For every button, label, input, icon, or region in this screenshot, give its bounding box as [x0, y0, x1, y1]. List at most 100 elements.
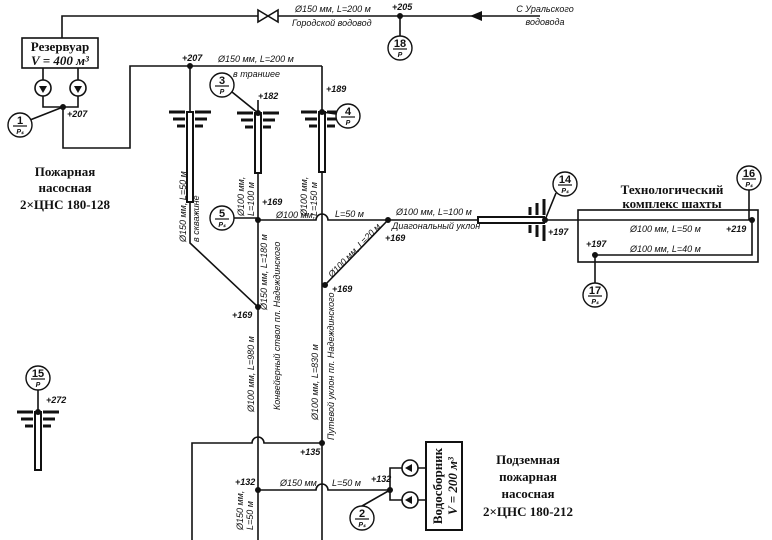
- station-label: 2×ЦНС 180-128: [20, 197, 111, 212]
- pump-discharge-line: [42, 65, 322, 149]
- junction-node: [187, 63, 193, 69]
- junction-node: [255, 217, 261, 223]
- station-label: Пожарная: [35, 164, 95, 179]
- point-number: 1: [17, 115, 23, 127]
- pipe-spec: Ø100 мм,: [236, 177, 246, 217]
- node-label: +132: [235, 477, 255, 487]
- point-number: 4: [345, 106, 352, 118]
- sump-title: Водосборник: [430, 447, 445, 524]
- pipe-spec: L=50 м: [332, 478, 361, 488]
- node-label: +169: [332, 284, 352, 294]
- well-icon: [237, 111, 279, 174]
- pipes: [29, 15, 753, 540]
- point-number: 16: [743, 168, 755, 180]
- node-label: +169: [385, 233, 405, 243]
- well-icon: [169, 110, 211, 203]
- node-label: +135: [300, 447, 321, 457]
- tech-complex-box: [577, 209, 759, 263]
- station-label: 2×ЦНС 180-212: [483, 504, 573, 519]
- node-label: +272: [46, 395, 66, 405]
- measurement-point-2: 2Pₛ: [349, 505, 375, 531]
- flow-arrow-icon: [470, 11, 482, 21]
- lower-left-pipe: [191, 436, 322, 540]
- station-label: пожарная: [499, 469, 557, 484]
- pipe-spec: Ø100 мм, L=50 м: [629, 224, 701, 234]
- pipe-spec: L=150 м: [309, 182, 319, 216]
- point-type: Pₛ: [591, 299, 599, 306]
- node-label: +197: [586, 239, 607, 249]
- pipe-name: Диагональный уклон: [391, 221, 480, 231]
- node-label: +207: [182, 53, 203, 63]
- junction-node: [255, 304, 261, 310]
- junction-node: [35, 409, 41, 415]
- station-label: насосная: [38, 180, 91, 195]
- diagonal-link-pipe: [324, 219, 389, 286]
- junction-node: [319, 109, 325, 115]
- node-label: +219: [726, 224, 746, 234]
- well-icon: [301, 110, 343, 173]
- pump-icon: [69, 79, 87, 97]
- pipe-spec: L=100 м: [246, 182, 256, 216]
- well-icon: [477, 199, 546, 241]
- pipe-spec: Ø100 мм, L=40 м: [629, 244, 701, 254]
- node-label: +207: [67, 109, 88, 119]
- tech-complex-label: комплекс шахты: [622, 196, 721, 211]
- junction-node: [60, 104, 66, 110]
- reservoir-volume: V = 400 м³: [31, 53, 90, 68]
- point-type: P: [36, 382, 41, 389]
- pipe-name: Конвейерный ствол пл. Надеждинского: [272, 242, 282, 410]
- source-label: С Уральского: [516, 4, 573, 14]
- pipe-spec: Ø150 мм, L=50 м: [178, 171, 188, 243]
- pipe-spec: Ø150 мм, L=180 м: [259, 234, 269, 311]
- pipe-spec: Ø100 мм, L=980 м: [246, 336, 256, 413]
- junction-node: [749, 217, 755, 223]
- node-label: +205: [392, 2, 413, 12]
- top-pipe-spec: Ø150 мм, L=200 м: [294, 4, 371, 14]
- tech-complex-label: Технологический: [621, 182, 724, 197]
- station-label: насосная: [501, 486, 554, 501]
- point-type: P: [346, 120, 351, 127]
- trench-pipe-note: в траншее: [233, 69, 280, 79]
- pipe-spec: L=50 м: [245, 501, 255, 530]
- junction-node: [319, 440, 325, 446]
- junction-node: [397, 13, 403, 19]
- point-number: 15: [32, 368, 44, 380]
- junction-node: [255, 487, 261, 493]
- junction-node: [592, 252, 598, 258]
- pipe-spec: Ø150 мм,: [279, 478, 319, 488]
- pipe-spec: Ø100 мм, L=20 м: [326, 222, 383, 281]
- reservoir-box: [21, 37, 99, 69]
- station-label: Подземная: [496, 452, 560, 467]
- junction-node: [322, 282, 328, 288]
- point-number: 17: [589, 285, 601, 297]
- node-label: +169: [232, 310, 252, 320]
- pipe-spec: Ø150 мм,: [235, 491, 245, 531]
- sump-volume: V = 200 м³: [445, 456, 460, 515]
- measurement-point-18: 18P: [387, 35, 413, 61]
- diagonal-slope-pipe: [258, 213, 753, 256]
- pump-icon: [401, 491, 419, 509]
- pipe-note: в скважине: [191, 195, 201, 242]
- sump-box: [425, 441, 463, 531]
- point-type: Pₛ: [218, 222, 226, 229]
- pipe-spec: L=50 м: [335, 209, 364, 219]
- node-label: +169: [262, 197, 282, 207]
- pipe-spec: Ø100 мм,: [299, 177, 309, 217]
- measurement-point-15: 15P: [25, 365, 51, 391]
- junction-node: [542, 217, 548, 223]
- trench-pipe-spec: Ø150 мм, L=200 м: [217, 54, 294, 64]
- node-label: +182: [258, 91, 278, 101]
- point-number: 5: [219, 208, 225, 220]
- point-type: Pₛ: [358, 522, 366, 529]
- pipe-spec: Ø100 мм, L=100 м: [395, 207, 472, 217]
- pipe-spec: Ø100 мм, L=830 м: [310, 344, 320, 421]
- pump-icon: [34, 79, 52, 97]
- measurement-point-1: 1Pₛ: [7, 112, 33, 138]
- pipe-spec: Ø100 мм,: [275, 210, 315, 220]
- lower-pump-pipe: [258, 467, 402, 501]
